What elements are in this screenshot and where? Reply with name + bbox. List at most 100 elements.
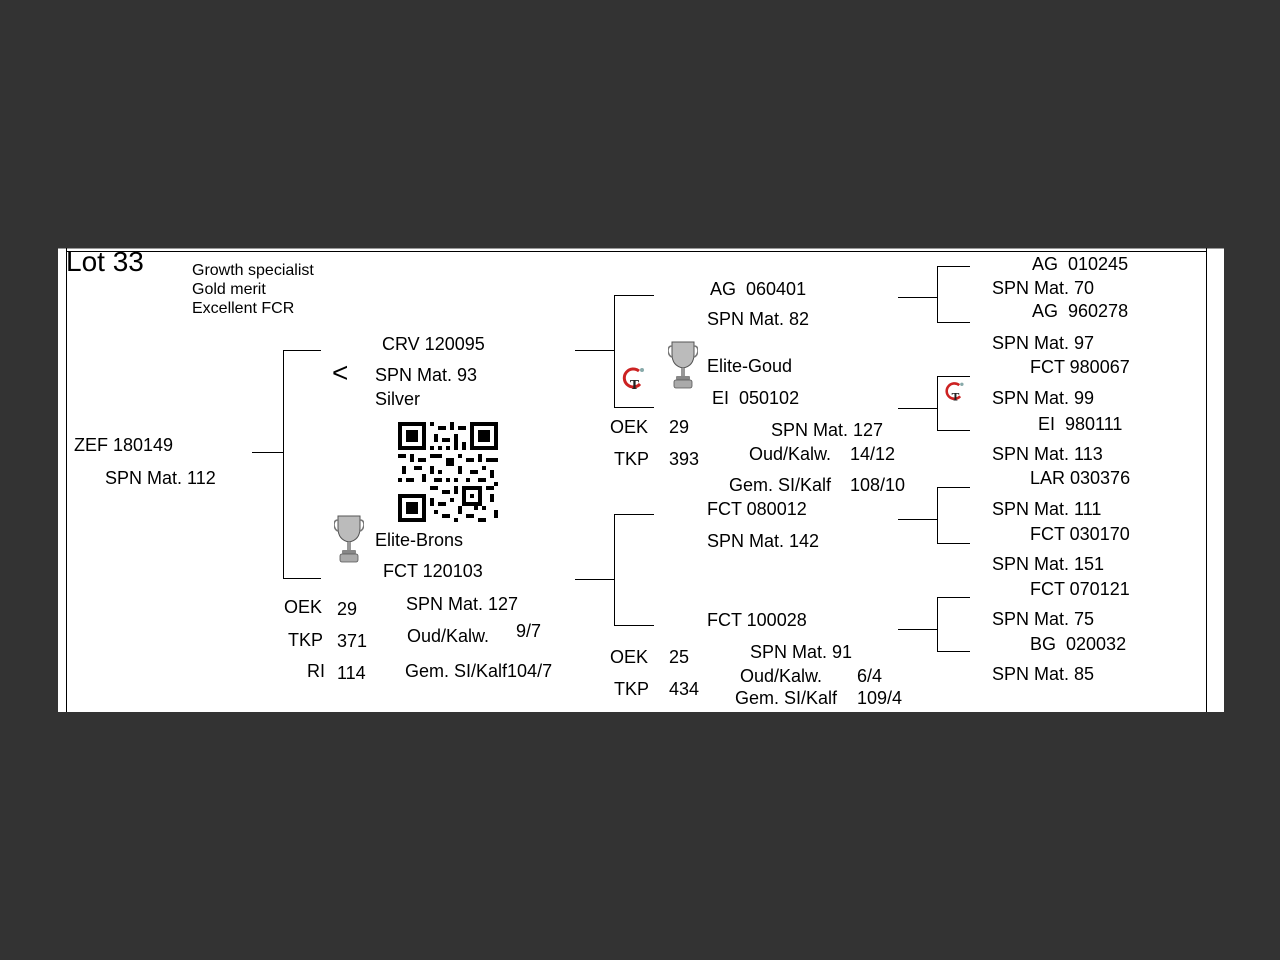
trophy-icon bbox=[668, 341, 698, 389]
connector bbox=[898, 408, 937, 409]
ds-id: FCT 080012 bbox=[707, 499, 807, 519]
ddd-spn: SPN Mat. 85 bbox=[992, 664, 1095, 684]
connector bbox=[937, 651, 970, 652]
dd-spn: SPN Mat. 91 bbox=[750, 642, 853, 662]
sds-id: FCT 980067 bbox=[1030, 357, 1130, 377]
gt-logo: T bbox=[622, 367, 644, 392]
connector bbox=[937, 322, 970, 323]
connector bbox=[898, 519, 937, 520]
ds-spn: SPN Mat. 142 bbox=[707, 531, 820, 551]
ss-spn: SPN Mat. 82 bbox=[707, 309, 810, 329]
dam-tkp-label: TKP bbox=[288, 630, 324, 650]
connector bbox=[937, 597, 938, 651]
sd-oud: 14/12 bbox=[850, 444, 896, 464]
connector bbox=[283, 578, 321, 579]
connector bbox=[937, 430, 970, 431]
dd-oek: 25 bbox=[669, 647, 690, 667]
connector bbox=[937, 266, 938, 322]
dam-oud: 9/7 bbox=[516, 621, 542, 641]
connector bbox=[614, 407, 654, 408]
dds-id: FCT 070121 bbox=[1030, 579, 1130, 599]
dd-id: FCT 100028 bbox=[707, 610, 807, 630]
sd-oek: 29 bbox=[669, 417, 690, 437]
lot-title: Lot 33 bbox=[66, 246, 144, 277]
sd-gem: 108/10 bbox=[850, 475, 906, 495]
top-border-inner bbox=[66, 251, 1206, 252]
sd-id: EI 050102 bbox=[712, 388, 800, 408]
svg-text:T: T bbox=[952, 392, 960, 404]
animal-spn: SPN Mat. 112 bbox=[105, 468, 216, 488]
pedigree-card: Lot 33 Growth specialist Gold merit Exce… bbox=[58, 246, 1224, 712]
dds-spn: SPN Mat. 75 bbox=[992, 609, 1095, 629]
remark-2: Gold merit bbox=[192, 281, 266, 298]
ssd-id: AG 960278 bbox=[1032, 301, 1129, 321]
sire-id: CRV 120095 bbox=[382, 334, 485, 354]
sdd-spn: SPN Mat. 113 bbox=[992, 444, 1103, 464]
dam-ri: 114 bbox=[337, 663, 366, 683]
dsd-spn: SPN Mat. 151 bbox=[992, 554, 1105, 574]
ss-id: AG 060401 bbox=[710, 279, 807, 299]
connector bbox=[614, 514, 615, 625]
sd-oek-label: OEK bbox=[610, 417, 649, 437]
connector bbox=[614, 295, 654, 296]
dd-oek-label: OEK bbox=[610, 647, 649, 667]
connector bbox=[614, 295, 615, 407]
connector bbox=[283, 350, 321, 351]
connector bbox=[937, 376, 970, 377]
connector bbox=[614, 514, 654, 515]
sd-oud-label: Oud/Kalw. bbox=[749, 444, 832, 464]
dam-oud-label: Oud/Kalw. bbox=[407, 626, 490, 646]
connector bbox=[937, 597, 970, 598]
ddd-id: BG 020032 bbox=[1030, 634, 1127, 654]
sd-award: Elite-Goud bbox=[707, 356, 793, 376]
remark-1: Growth specialist bbox=[192, 262, 314, 279]
dam-tkp: 371 bbox=[337, 631, 368, 651]
dam-gem: Gem. SI/Kalf104/7 bbox=[405, 661, 553, 681]
sss-spn: SPN Mat. 70 bbox=[992, 278, 1095, 298]
dd-oud: 6/4 bbox=[857, 666, 883, 686]
gt-logo: T bbox=[945, 382, 964, 404]
dd-gem-label: Gem. SI/Kalf bbox=[735, 688, 838, 708]
svg-text:T: T bbox=[630, 378, 639, 392]
dam-spn: SPN Mat. 127 bbox=[406, 594, 519, 614]
connector bbox=[937, 487, 970, 488]
dd-tkp-label: TKP bbox=[614, 679, 650, 699]
ssd-spn: SPN Mat. 97 bbox=[992, 333, 1095, 353]
dam-oek: 29 bbox=[337, 599, 358, 619]
connector bbox=[898, 629, 937, 630]
sire-symbol: < bbox=[332, 357, 349, 388]
sdd-id: EI 980111 bbox=[1038, 414, 1123, 434]
dd-oud-label: Oud/Kalw. bbox=[740, 666, 823, 686]
trophy-icon bbox=[334, 515, 364, 563]
dam-ri-label: RI bbox=[307, 661, 325, 681]
sd-tkp-label: TKP bbox=[614, 449, 650, 469]
dsd-id: FCT 030170 bbox=[1030, 524, 1130, 544]
sss-id: AG 010245 bbox=[1032, 254, 1129, 274]
connector bbox=[252, 452, 283, 453]
dss-spn: SPN Mat. 111 bbox=[992, 499, 1102, 519]
connector bbox=[898, 297, 937, 298]
top-border bbox=[58, 248, 1224, 249]
dss-id: LAR 030376 bbox=[1030, 468, 1131, 488]
connector bbox=[937, 266, 970, 267]
connector bbox=[575, 350, 614, 351]
connector bbox=[614, 625, 654, 626]
sd-gem-label: Gem. SI/Kalf bbox=[729, 475, 832, 495]
dam-award: Elite-Brons bbox=[375, 530, 464, 550]
dam-id: FCT 120103 bbox=[383, 561, 483, 581]
sire-spn: SPN Mat. 93 bbox=[375, 365, 478, 385]
right-border bbox=[1206, 248, 1207, 712]
animal-id: ZEF 180149 bbox=[74, 435, 174, 455]
connector bbox=[575, 579, 614, 580]
qr-code bbox=[398, 422, 498, 522]
sd-tkp: 393 bbox=[669, 449, 700, 469]
sire-note: Silver bbox=[375, 389, 421, 409]
connector bbox=[937, 543, 970, 544]
left-border bbox=[66, 248, 67, 712]
dam-oek-label: OEK bbox=[284, 597, 323, 617]
remark-3: Excellent FCR bbox=[192, 300, 295, 317]
dd-tkp: 434 bbox=[669, 679, 700, 699]
sds-spn: SPN Mat. 99 bbox=[992, 388, 1095, 408]
connector bbox=[937, 376, 938, 430]
dd-gem: 109/4 bbox=[857, 688, 903, 708]
